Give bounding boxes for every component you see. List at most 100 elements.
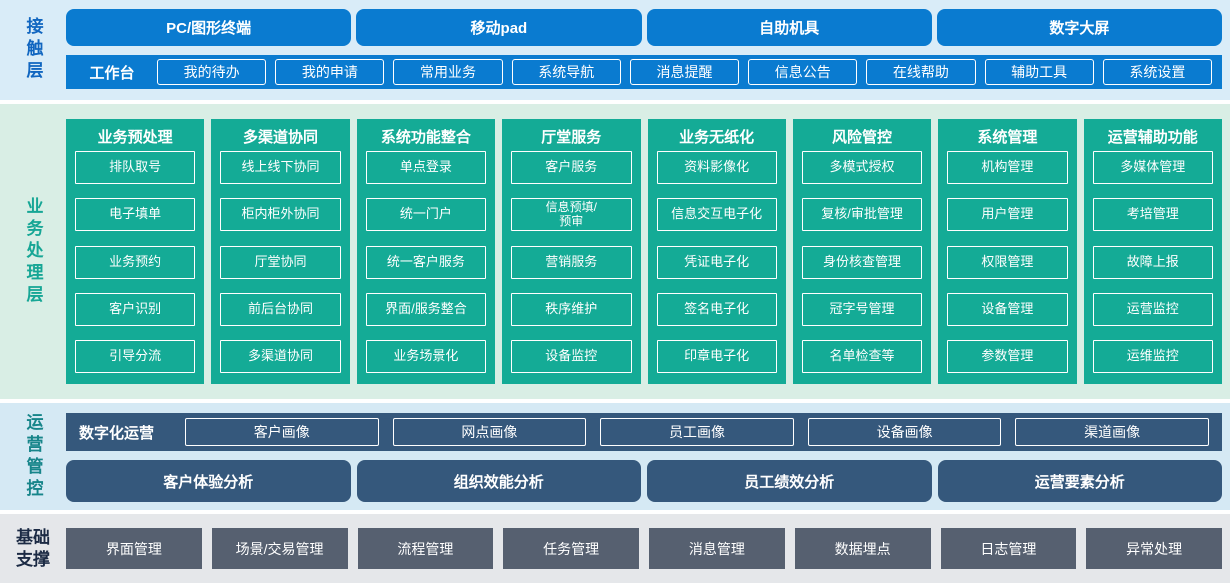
business-layer-section: 业务处理层 业务预处理 排队取号 电子填单 业务预约 客户识别 引导分流 多渠道… [0, 104, 1230, 399]
foundation-scene-transaction-management: 场景/交易管理 [211, 528, 348, 569]
risk-control-item: 多模式授权 [801, 151, 923, 184]
business-preprocess-item: 电子填单 [75, 198, 196, 232]
column-system-integration: 系统功能整合 单点登录 统一门户 统一客户服务 界面/服务整合 业务场景化 [356, 119, 496, 384]
ops-auxiliary-item: 考培管理 [1092, 198, 1213, 232]
ops-auxiliary-item: 运营监控 [1092, 292, 1213, 326]
foundation-items-row: 界面管理 场景/交易管理 流程管理 任务管理 消息管理 数据埋点 日志管理 异常… [66, 528, 1222, 569]
workbench-strip: 工作台 我的待办 我的申请 常用业务 系统导航 消息提醒 信息公告 在线帮助 辅… [66, 55, 1222, 89]
terminal-self-service: 自助机具 [646, 9, 932, 46]
system-management-item: 用户管理 [947, 198, 1068, 232]
foundation-log-management: 日志管理 [940, 528, 1077, 569]
foundation-process-management: 流程管理 [357, 528, 494, 569]
column-title: 业务无纸化 [679, 129, 755, 146]
paperless-item: 签名电子化 [656, 292, 777, 326]
portrait-branch: 网点画像 [392, 418, 587, 446]
risk-control-item: 复核/审批管理 [801, 198, 923, 232]
foundation-layer-section: 基础支撑 界面管理 场景/交易管理 流程管理 任务管理 消息管理 数据埋点 日志… [0, 514, 1230, 583]
foundation-task-management: 任务管理 [503, 528, 639, 569]
analysis-row: 客户体验分析 组织效能分析 员工绩效分析 运营要素分析 [66, 460, 1222, 502]
column-title: 运营辅助功能 [1107, 129, 1198, 146]
column-hall-service: 厅堂服务 客户服务 信息预填/ 预审 营销服务 秩序维护 设备监控 [502, 119, 641, 384]
workbench-btn-auxiliary-tools: 辅助工具 [984, 59, 1094, 85]
risk-control-item: 名单检查等 [801, 340, 923, 373]
column-title: 业务预处理 [97, 129, 173, 146]
workbench-btn-message-reminder: 消息提醒 [629, 59, 740, 85]
portrait-customer: 客户画像 [185, 418, 379, 446]
business-columns: 业务预处理 排队取号 电子填单 业务预约 客户识别 引导分流 多渠道协同 线上线… [66, 119, 1222, 384]
risk-control-item: 身份核查管理 [801, 245, 923, 279]
workbench-btn-system-settings: 系统设置 [1102, 59, 1212, 85]
hall-service-item: 信息预填/ 预审 [511, 198, 632, 232]
system-integration-item: 统一客户服务 [365, 245, 487, 279]
system-integration-item: 统一门户 [365, 198, 487, 232]
business-preprocess-item: 引导分流 [75, 340, 196, 373]
column-title: 系统管理 [977, 129, 1038, 146]
foundation-layer-label: 基础支撑 [16, 528, 50, 569]
hall-service-item: 设备监控 [511, 340, 632, 373]
workbench-btn-common-business: 常用业务 [393, 59, 503, 85]
analysis-employee-performance: 员工绩效分析 [647, 460, 932, 502]
multichannel-item: 柜内柜外协同 [220, 198, 341, 232]
column-title: 厅堂服务 [541, 129, 602, 146]
operations-layer-label-area: 运营管控 [0, 403, 66, 510]
system-management-item: 设备管理 [947, 292, 1068, 326]
system-management-item: 权限管理 [947, 245, 1068, 279]
multichannel-item: 多渠道协同 [220, 340, 341, 373]
operations-layer-label: 运营管控 [23, 412, 43, 501]
digital-operations-strip: 数字化运营 客户画像 网点画像 员工画像 设备画像 渠道画像 [66, 413, 1222, 451]
business-preprocess-item: 客户识别 [75, 292, 196, 326]
workbench-btn-system-navigation: 系统导航 [511, 59, 621, 85]
contact-layer-label-area: 接触层 [0, 0, 66, 100]
column-risk-control: 风险管控 多模式授权 复核/审批管理 身份核查管理 冠字号管理 名单检查等 [792, 119, 932, 384]
workbench-btn-info-announcement: 信息公告 [748, 59, 858, 85]
foundation-layer-label-area: 基础支撑 [0, 514, 66, 583]
column-ops-auxiliary: 运营辅助功能 多媒体管理 考培管理 故障上报 运营监控 运维监控 [1083, 119, 1222, 384]
terminal-pc-graphics: PC/图形终端 [66, 9, 352, 46]
column-title: 系统功能整合 [380, 129, 471, 146]
workbench-btn-my-todo: 我的待办 [157, 59, 267, 85]
foundation-ui-management: 界面管理 [66, 528, 202, 569]
business-layer-label: 业务处理层 [23, 196, 43, 307]
paperless-item: 凭证电子化 [656, 245, 777, 279]
hall-service-item: 营销服务 [511, 245, 632, 279]
foundation-data-tracking: 数据埋点 [794, 528, 931, 569]
system-integration-item: 业务场景化 [365, 340, 487, 373]
operations-layer-section: 运营管控 数字化运营 客户画像 网点画像 员工画像 设备画像 渠道画像 客户体验… [0, 403, 1230, 510]
business-preprocess-item: 排队取号 [75, 151, 196, 184]
column-title: 多渠道协同 [243, 129, 319, 146]
hall-service-item: 客户服务 [511, 151, 632, 184]
workbench-label: 工作台 [89, 64, 135, 82]
foundation-exception-handling: 异常处理 [1086, 528, 1222, 569]
paperless-item: 资料影像化 [656, 151, 777, 184]
hall-service-item: 秩序维护 [511, 292, 632, 326]
contact-layer-label: 接触层 [23, 17, 43, 83]
ops-auxiliary-item: 运维监控 [1092, 340, 1213, 373]
contact-layer-section: 接触层 PC/图形终端 移动pad 自助机具 数字大屏 工作台 我的待办 我的申… [0, 0, 1230, 100]
risk-control-item: 冠字号管理 [801, 292, 923, 326]
system-integration-item: 单点登录 [365, 151, 487, 184]
workbench-btn-my-applications: 我的申请 [275, 59, 385, 85]
ops-auxiliary-item: 故障上报 [1092, 245, 1213, 279]
column-paperless-business: 业务无纸化 资料影像化 信息交互电子化 凭证电子化 签名电子化 印章电子化 [647, 119, 786, 384]
multichannel-item: 前后台协同 [220, 292, 341, 326]
multichannel-item: 厅堂协同 [220, 245, 341, 279]
paperless-item: 信息交互电子化 [656, 198, 777, 232]
business-layer-label-area: 业务处理层 [0, 104, 66, 399]
portrait-device: 设备画像 [807, 418, 1002, 446]
foundation-message-management: 消息管理 [649, 528, 785, 569]
column-business-preprocess: 业务预处理 排队取号 电子填单 业务预约 客户识别 引导分流 [66, 119, 205, 384]
portrait-employee: 员工画像 [600, 418, 794, 446]
system-management-item: 机构管理 [947, 151, 1068, 184]
ops-auxiliary-item: 多媒体管理 [1092, 151, 1213, 184]
analysis-org-effectiveness: 组织效能分析 [356, 460, 641, 502]
system-integration-item: 界面/服务整合 [365, 292, 487, 326]
column-system-management: 系统管理 机构管理 用户管理 权限管理 设备管理 参数管理 [938, 119, 1077, 384]
paperless-item: 印章电子化 [656, 340, 777, 373]
terminal-digital-screen: 数字大屏 [936, 9, 1222, 46]
analysis-ops-elements: 运营要素分析 [937, 460, 1222, 502]
multichannel-item: 线上线下协同 [220, 151, 341, 184]
terminal-row: PC/图形终端 移动pad 自助机具 数字大屏 [66, 9, 1222, 46]
system-management-item: 参数管理 [947, 340, 1068, 373]
workbench-btn-online-help: 在线帮助 [866, 59, 976, 85]
portrait-channel: 渠道画像 [1015, 418, 1209, 446]
